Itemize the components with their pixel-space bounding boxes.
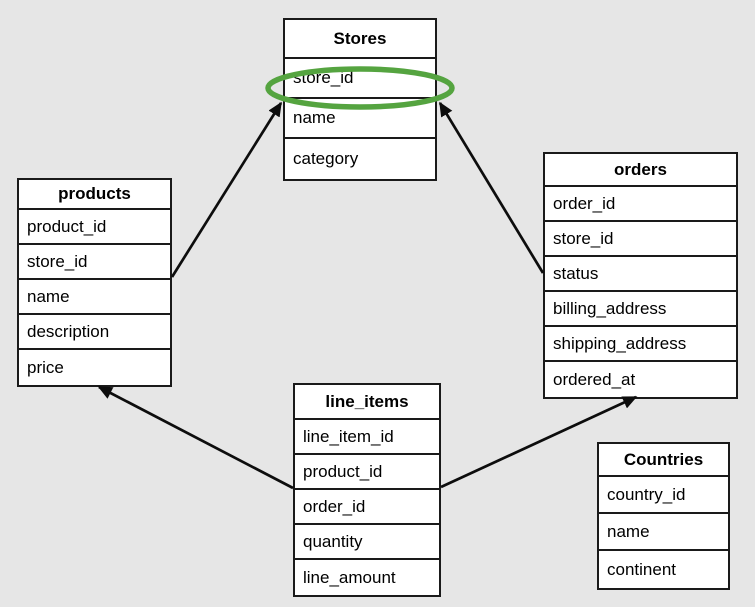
field-continent: continent — [607, 559, 676, 579]
field-description: description — [19, 315, 170, 350]
field-billing_address: billing_address — [545, 292, 736, 327]
field-line_amount: line_amount — [303, 567, 396, 587]
field-country_id: country_id — [599, 477, 728, 514]
entity-title-products: products — [19, 180, 170, 210]
field-product_id: product_id — [295, 455, 439, 490]
field-line_item_id: line_item_id — [295, 420, 439, 455]
field-ordered_at: ordered_at — [553, 369, 636, 389]
field-quantity: quantity — [295, 525, 439, 560]
field-order_id: order_id — [295, 490, 439, 525]
entity-title-Countries: Countries — [599, 444, 728, 477]
field-price: price — [27, 357, 64, 377]
field-order_id: order_id — [545, 187, 736, 222]
field-name: name — [19, 280, 170, 315]
field-store_id: store_id — [19, 245, 170, 280]
entity-title-Stores: Stores — [285, 20, 435, 59]
field-store_id: store_id — [285, 59, 435, 99]
field-name: name — [599, 514, 728, 551]
entity-title-orders: orders — [545, 154, 736, 187]
field-status: status — [545, 257, 736, 292]
field-category: category — [293, 149, 359, 168]
entity-title-line_items: line_items — [295, 385, 439, 420]
field-product_id: product_id — [19, 210, 170, 245]
field-shipping_address: shipping_address — [545, 327, 736, 362]
field-name: name — [285, 99, 435, 139]
field-store_id: store_id — [545, 222, 736, 257]
